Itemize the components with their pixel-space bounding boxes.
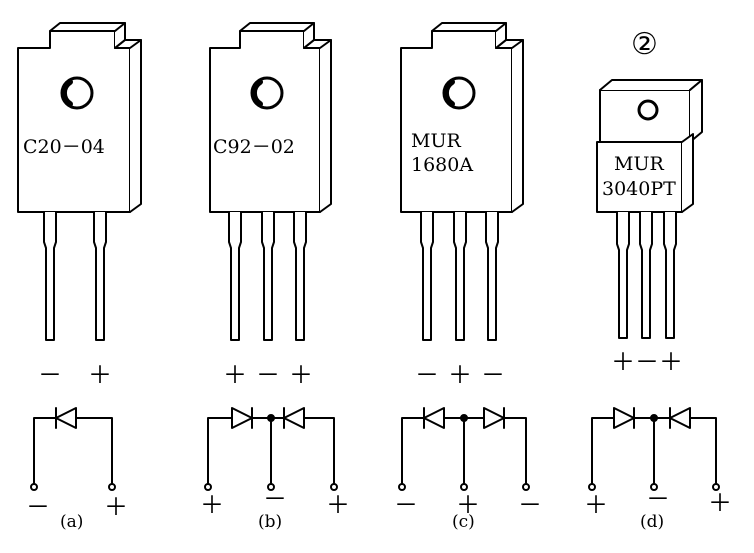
pin-sign-b-1: ＋ xyxy=(223,361,247,389)
terminal-c-1 xyxy=(398,483,406,491)
caption-b: (b) xyxy=(258,512,282,532)
terminal-a-2 xyxy=(108,483,116,491)
junction-dot-icon xyxy=(460,414,468,422)
diode-symbol-icon xyxy=(669,407,691,429)
diode-symbol-icon xyxy=(283,407,305,429)
terminal-sign-a-1: － xyxy=(26,493,50,521)
package-d: MUR 3040PT xyxy=(596,79,703,213)
part-label-c-line-1: MUR xyxy=(411,130,461,152)
component-c: MUR 1680A － ＋ － － ＋ － (c) xyxy=(394,22,542,532)
part-label-d-line-2: 3040PT xyxy=(602,178,676,200)
pin-sign-b-2: － xyxy=(256,361,280,389)
terminal-a-1 xyxy=(30,483,38,491)
pins-d xyxy=(616,211,677,339)
pin-sign-d: ＋－＋ xyxy=(611,348,683,376)
part-label-a-line-1: C20－04 xyxy=(23,136,105,158)
schematic-a xyxy=(30,407,116,491)
terminal-sign-d-3: ＋ xyxy=(708,489,732,517)
terminal-sign-c-3: － xyxy=(518,491,542,519)
schematic-b xyxy=(204,407,338,491)
part-label-c-line-2: 1680A xyxy=(411,154,473,176)
pin-sign-b-3: ＋ xyxy=(289,361,313,389)
schematic-d xyxy=(588,407,720,491)
caption-d: (d) xyxy=(640,512,664,532)
package-a: C20－04 xyxy=(17,22,142,213)
terminal-b-3 xyxy=(330,483,338,491)
terminal-c-3 xyxy=(522,483,530,491)
part-label-b-line-1: C92－02 xyxy=(213,136,295,158)
pin-sign-a-2: ＋ xyxy=(88,361,112,389)
terminal-d-3 xyxy=(712,483,720,491)
mounting-hole-icon xyxy=(637,99,659,121)
terminal-sign-c-1: － xyxy=(394,491,418,519)
caption-a: (a) xyxy=(60,512,83,532)
terminal-sign-d-1: ＋ xyxy=(584,491,608,519)
terminal-sign-b-1: ＋ xyxy=(200,491,224,519)
terminal-sign-b-2: － xyxy=(263,485,287,513)
terminal-d-1 xyxy=(588,483,596,491)
pins-c xyxy=(420,211,499,341)
package-b: C92－02 xyxy=(209,22,332,213)
pin-sign-c-3: － xyxy=(481,361,505,389)
diode-symbol-icon xyxy=(231,407,253,429)
terminal-d-2 xyxy=(650,483,658,491)
pin-sign-c-2: ＋ xyxy=(448,361,472,389)
component-a: C20－04 － ＋ － ＋ (a) xyxy=(17,22,142,532)
pins-b xyxy=(228,211,307,341)
caption-c: (c) xyxy=(452,512,475,532)
terminal-c-2 xyxy=(460,483,468,491)
terminal-sign-d-2: － xyxy=(646,485,670,513)
component-d: ② MUR 3040PT ＋－＋ ＋ － ＋ (d) xyxy=(584,27,732,532)
terminal-b-1 xyxy=(204,483,212,491)
diode-symbol-icon xyxy=(423,407,445,429)
terminal-sign-c-2: ＋ xyxy=(456,491,480,519)
junction-dot-icon xyxy=(267,414,275,422)
junction-dot-icon xyxy=(650,414,658,422)
diode-symbol-icon xyxy=(55,407,77,429)
terminal-sign-b-3: ＋ xyxy=(326,491,350,519)
pin-sign-a-1: － xyxy=(38,361,62,389)
circled-marker: ② xyxy=(631,27,658,62)
terminal-b-2 xyxy=(267,483,275,491)
diode-symbol-icon xyxy=(483,407,505,429)
component-b: C92－02 ＋ － ＋ ＋ － ＋ (b) xyxy=(200,22,350,532)
schematic-c xyxy=(398,407,530,491)
terminal-sign-a-2: ＋ xyxy=(104,493,128,521)
diode-symbol-icon xyxy=(613,407,635,429)
part-label-d-line-1: MUR xyxy=(614,153,664,175)
pins-a xyxy=(43,211,107,341)
package-c: MUR 1680A xyxy=(400,22,524,213)
pin-sign-c-1: － xyxy=(415,361,439,389)
